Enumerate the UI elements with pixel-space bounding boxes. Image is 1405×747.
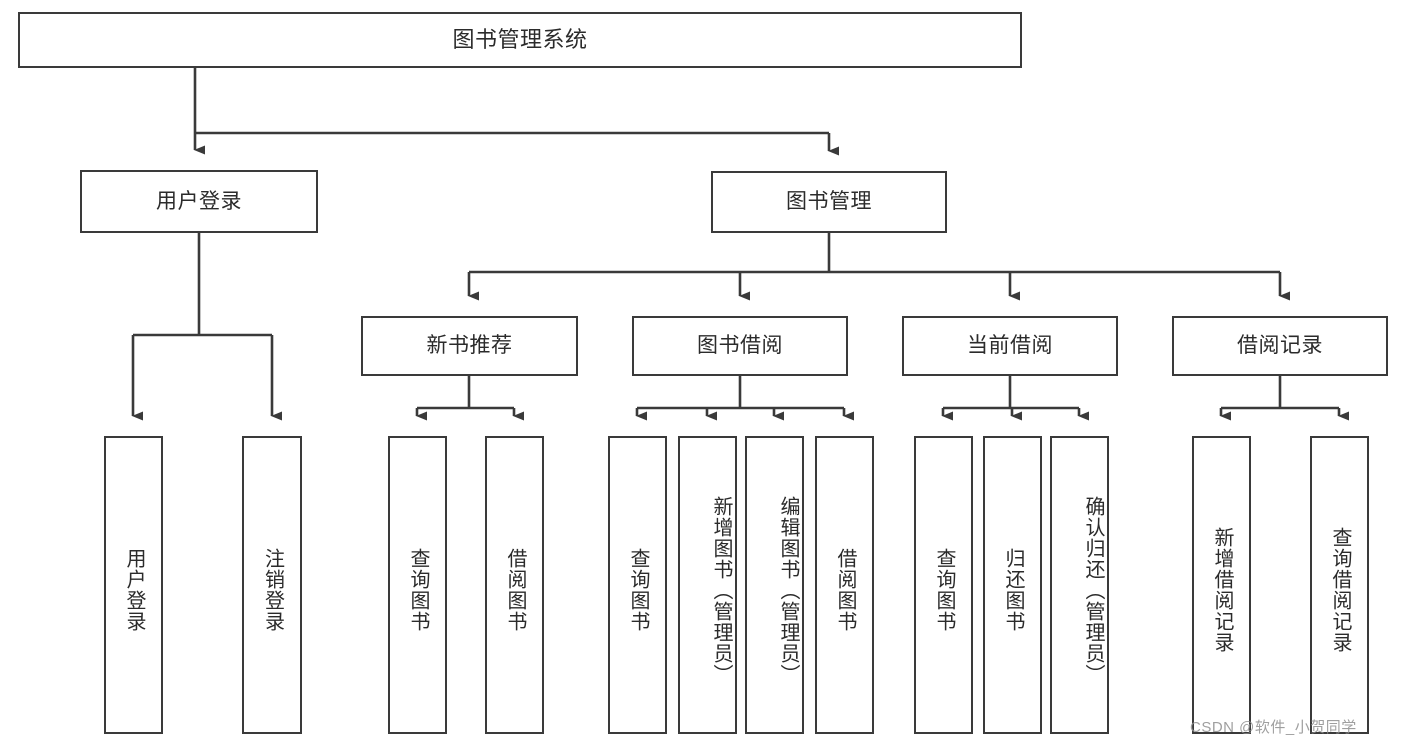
leaf-add-borrow-record[interactable]: 新增借阅记录: [1192, 436, 1251, 734]
node-user-login[interactable]: 用户登录: [80, 170, 318, 233]
leaf-edit-book[interactable]: 编辑图书（管理员）: [745, 436, 804, 734]
node-root[interactable]: 图书管理系统: [18, 12, 1022, 68]
node-book-manage[interactable]: 图书管理: [711, 171, 947, 233]
node-book-borrow[interactable]: 图书借阅: [632, 316, 848, 376]
leaf-query-book-recommend[interactable]: 查询图书: [388, 436, 447, 734]
leaf-return-book[interactable]: 归还图书: [983, 436, 1042, 734]
node-new-book-recommend[interactable]: 新书推荐: [361, 316, 578, 376]
node-borrow-record[interactable]: 借阅记录: [1172, 316, 1388, 376]
leaf-user-logout[interactable]: 注销登录: [242, 436, 302, 734]
leaf-borrow-book-recommend[interactable]: 借阅图书: [485, 436, 544, 734]
leaf-query-book-current[interactable]: 查询图书: [914, 436, 973, 734]
leaf-user-login[interactable]: 用户登录: [104, 436, 163, 734]
leaf-borrow-book[interactable]: 借阅图书: [815, 436, 874, 734]
leaf-query-book-borrow[interactable]: 查询图书: [608, 436, 667, 734]
leaf-query-borrow-record[interactable]: 查询借阅记录: [1310, 436, 1369, 734]
leaf-confirm-return[interactable]: 确认归还（管理员）: [1050, 436, 1109, 734]
csdn-watermark: CSDN @软件_小贺同学: [1190, 719, 1357, 736]
leaf-add-book[interactable]: 新增图书（管理员）: [678, 436, 737, 734]
node-current-borrow[interactable]: 当前借阅: [902, 316, 1118, 376]
